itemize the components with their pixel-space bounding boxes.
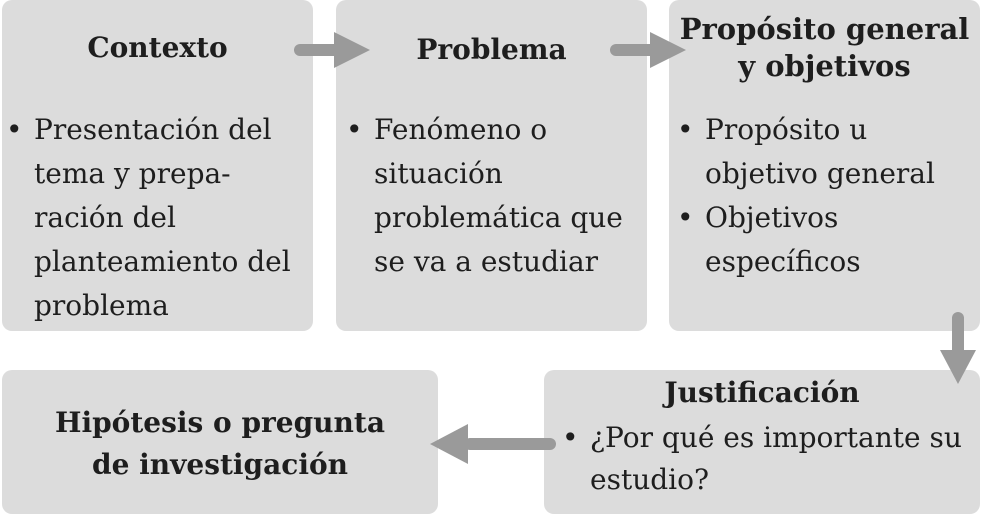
step-box-contexto: Contexto • Presentación del tema y prepa… <box>2 0 313 331</box>
step-title-justificacion: Justificación <box>664 376 860 409</box>
step-title-hipotesis: Hipótesis o pregunta de investigación <box>2 402 438 486</box>
step-box-proposito: Propósito general y objetivos • Propósit… <box>669 0 980 331</box>
bullet-item: • Presentación del tema y prepa- ración … <box>6 108 306 328</box>
step-box-problema: Problema • Fenómeno o situación problemá… <box>336 0 647 331</box>
step-bullets-contexto: • Presentación del tema y prepa- ración … <box>6 108 306 328</box>
bullet-text: Presentación del tema y prepa- ración de… <box>34 113 291 322</box>
bullet-dot-icon: • <box>6 113 23 146</box>
bullet-dot-icon: • <box>677 113 694 146</box>
bullet-item: • Fenómeno o situación problemática que … <box>346 108 646 284</box>
arrow-right-icon <box>294 32 370 68</box>
bullet-dot-icon: • <box>677 201 694 234</box>
bullet-text: ¿Por qué es importante su estudio? <box>590 421 962 496</box>
step-bullets-justificacion: • ¿Por qué es importante su estudio? <box>562 417 972 501</box>
bullet-text: Propósito u objetivo general <box>705 113 935 190</box>
step-box-hipotesis: Hipótesis o pregunta de investigación <box>2 370 438 514</box>
arrow-left-icon <box>430 424 556 464</box>
step-box-justificacion <box>544 370 980 514</box>
step-title-line: Hipótesis o pregunta <box>55 406 385 439</box>
bullet-dot-icon: • <box>346 113 363 146</box>
step-bullets-problema: • Fenómeno o situación problemática que … <box>346 108 646 284</box>
bullet-text: Fenómeno o situación problemática que se… <box>374 113 623 278</box>
bullet-text: Objetivos específicos <box>705 201 861 278</box>
step-title-line: y objetivos <box>738 49 911 83</box>
step-title-problema: Problema <box>416 33 567 66</box>
step-title-line: de investigación <box>92 448 348 481</box>
bullet-item: • Propósito u objetivo general <box>677 108 977 196</box>
step-title-line: Propósito general <box>679 12 970 46</box>
arrow-down-icon <box>940 312 976 384</box>
bullet-item: • ¿Por qué es importante su estudio? <box>562 417 972 501</box>
step-title-contexto: Contexto <box>87 31 228 64</box>
step-bullets-proposito: • Propósito u objetivo general • Objetiv… <box>677 108 977 284</box>
bullet-item: • Objetivos específicos <box>677 196 977 284</box>
bullet-dot-icon: • <box>562 421 579 454</box>
step-title-proposito: Propósito general y objetivos <box>669 11 980 85</box>
arrow-right-icon <box>610 32 686 68</box>
